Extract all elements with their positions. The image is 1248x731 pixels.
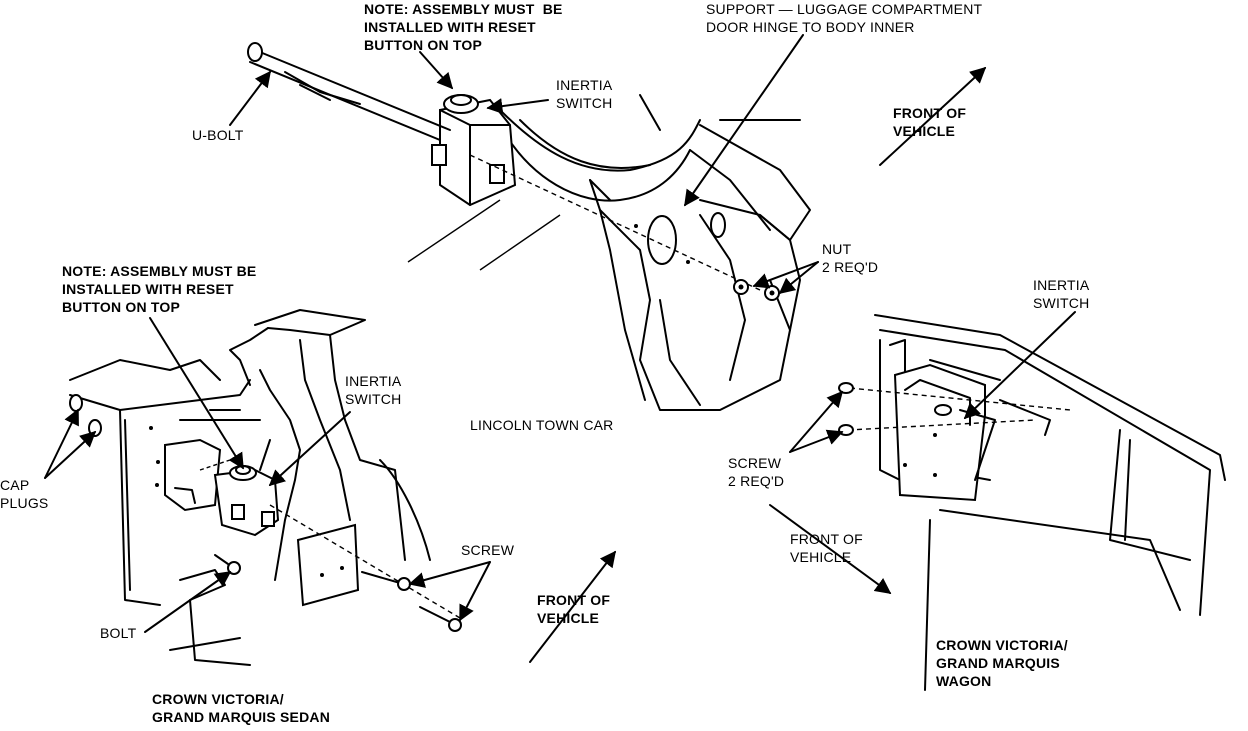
u-bolt-label: U-BOLT [192, 127, 244, 143]
nut-label: NUT 2 REQ'D [822, 241, 879, 275]
front-of-vehicle-label-top: FRONT OF VEHICLE [893, 105, 967, 139]
inertia-switch-label-top: INERTIA SWITCH [556, 77, 613, 111]
lincoln-town-car-caption: LINCOLN TOWN CAR [470, 417, 614, 433]
front-of-vehicle-label-right: FRONT OF VEHICLE [790, 531, 863, 565]
cap-plugs-label: CAP PLUGS [0, 477, 49, 511]
support-hinge-label: SUPPORT — LUGGAGE COMPARTMENT DOOR HINGE… [706, 1, 983, 35]
bolt-label: BOLT [100, 625, 137, 641]
leader-lines [44, 34, 1076, 663]
sedan-assembly-illustration [69, 309, 462, 666]
screw-label: SCREW [461, 542, 515, 558]
inertia-switch-label-left: INERTIA SWITCH [345, 373, 402, 407]
note-reset-button-left: NOTE: ASSEMBLY MUST BE INSTALLED WITH RE… [62, 263, 257, 315]
lincoln-assembly-illustration [247, 42, 811, 411]
wagon-caption: CROWN VICTORIA/ GRAND MARQUIS WAGON [936, 637, 1068, 689]
screw-2-reqd-label: SCREW 2 REQ'D [728, 455, 785, 489]
wagon-assembly-illustration [838, 314, 1226, 691]
sedan-caption: CROWN VICTORIA/ GRAND MARQUIS SEDAN [152, 691, 331, 725]
front-of-vehicle-label-mid: FRONT OF VEHICLE [537, 592, 611, 626]
note-reset-button-top: NOTE: ASSEMBLY MUST BE INSTALLED WITH RE… [364, 1, 563, 53]
inertia-switch-label-right: INERTIA SWITCH [1033, 277, 1090, 311]
